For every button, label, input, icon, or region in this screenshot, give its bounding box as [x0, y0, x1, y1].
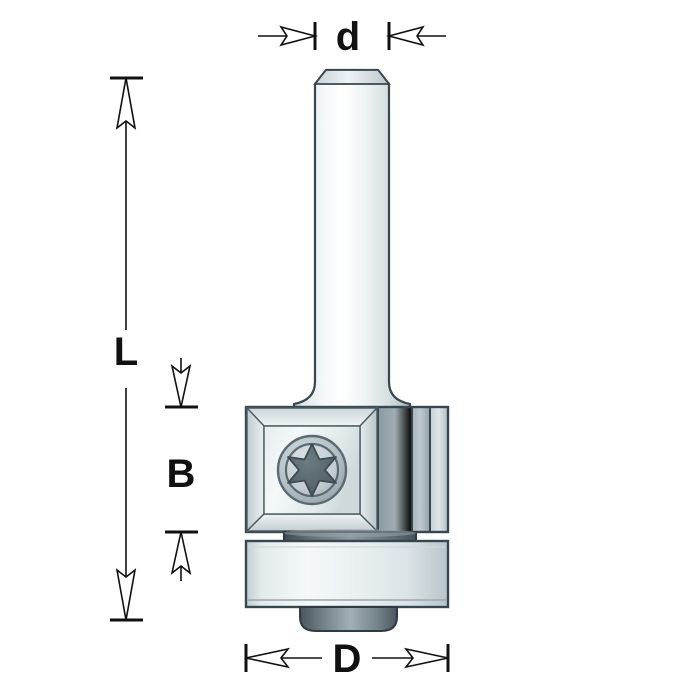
lower-hub-body — [299, 606, 398, 632]
body-band-4 — [429, 406, 449, 533]
dimension-L-arrow-top — [115, 77, 137, 130]
body-band-3 — [411, 406, 431, 533]
dimension-D-arrow-right — [404, 647, 449, 669]
torx-screw — [276, 434, 348, 506]
dimension-L: L — [110, 76, 143, 622]
shank-top-chamfer — [313, 69, 391, 85]
bearing-body — [244, 539, 450, 609]
body-band-1 — [377, 406, 413, 533]
part-bearing — [244, 539, 450, 609]
shank-outline — [292, 68, 412, 411]
upper-hub-top-ellipse — [284, 529, 416, 537]
dimension-d-arrow-right — [385, 25, 425, 47]
dimension-d-arrow-left — [279, 25, 319, 47]
dimension-d-label: d — [336, 15, 360, 59]
insert-bevel-left — [246, 406, 265, 533]
dimension-B: B — [165, 358, 198, 581]
dimension-B-arrow-bottom — [170, 531, 192, 575]
dimension-B-label: B — [167, 452, 196, 496]
dimension-D-label: D — [333, 637, 362, 681]
insert-bevel-right — [359, 406, 378, 533]
insert-bevel-bottom — [245, 513, 379, 532]
lower-hub — [299, 606, 398, 632]
torx-star-icon — [287, 443, 337, 497]
shank-highlight — [338, 86, 347, 386]
insert-bevel-top — [245, 407, 379, 427]
dimension-D: D — [244, 637, 450, 681]
part-shank — [292, 68, 412, 411]
dimension-L-arrow-bottom — [115, 568, 137, 621]
dimension-B-arrow-top — [170, 364, 192, 408]
dimension-L-label: L — [114, 330, 138, 374]
dimension-d: d — [258, 15, 446, 59]
part-cutter-body — [244, 405, 450, 534]
dimension-D-arrow-left — [245, 647, 290, 669]
